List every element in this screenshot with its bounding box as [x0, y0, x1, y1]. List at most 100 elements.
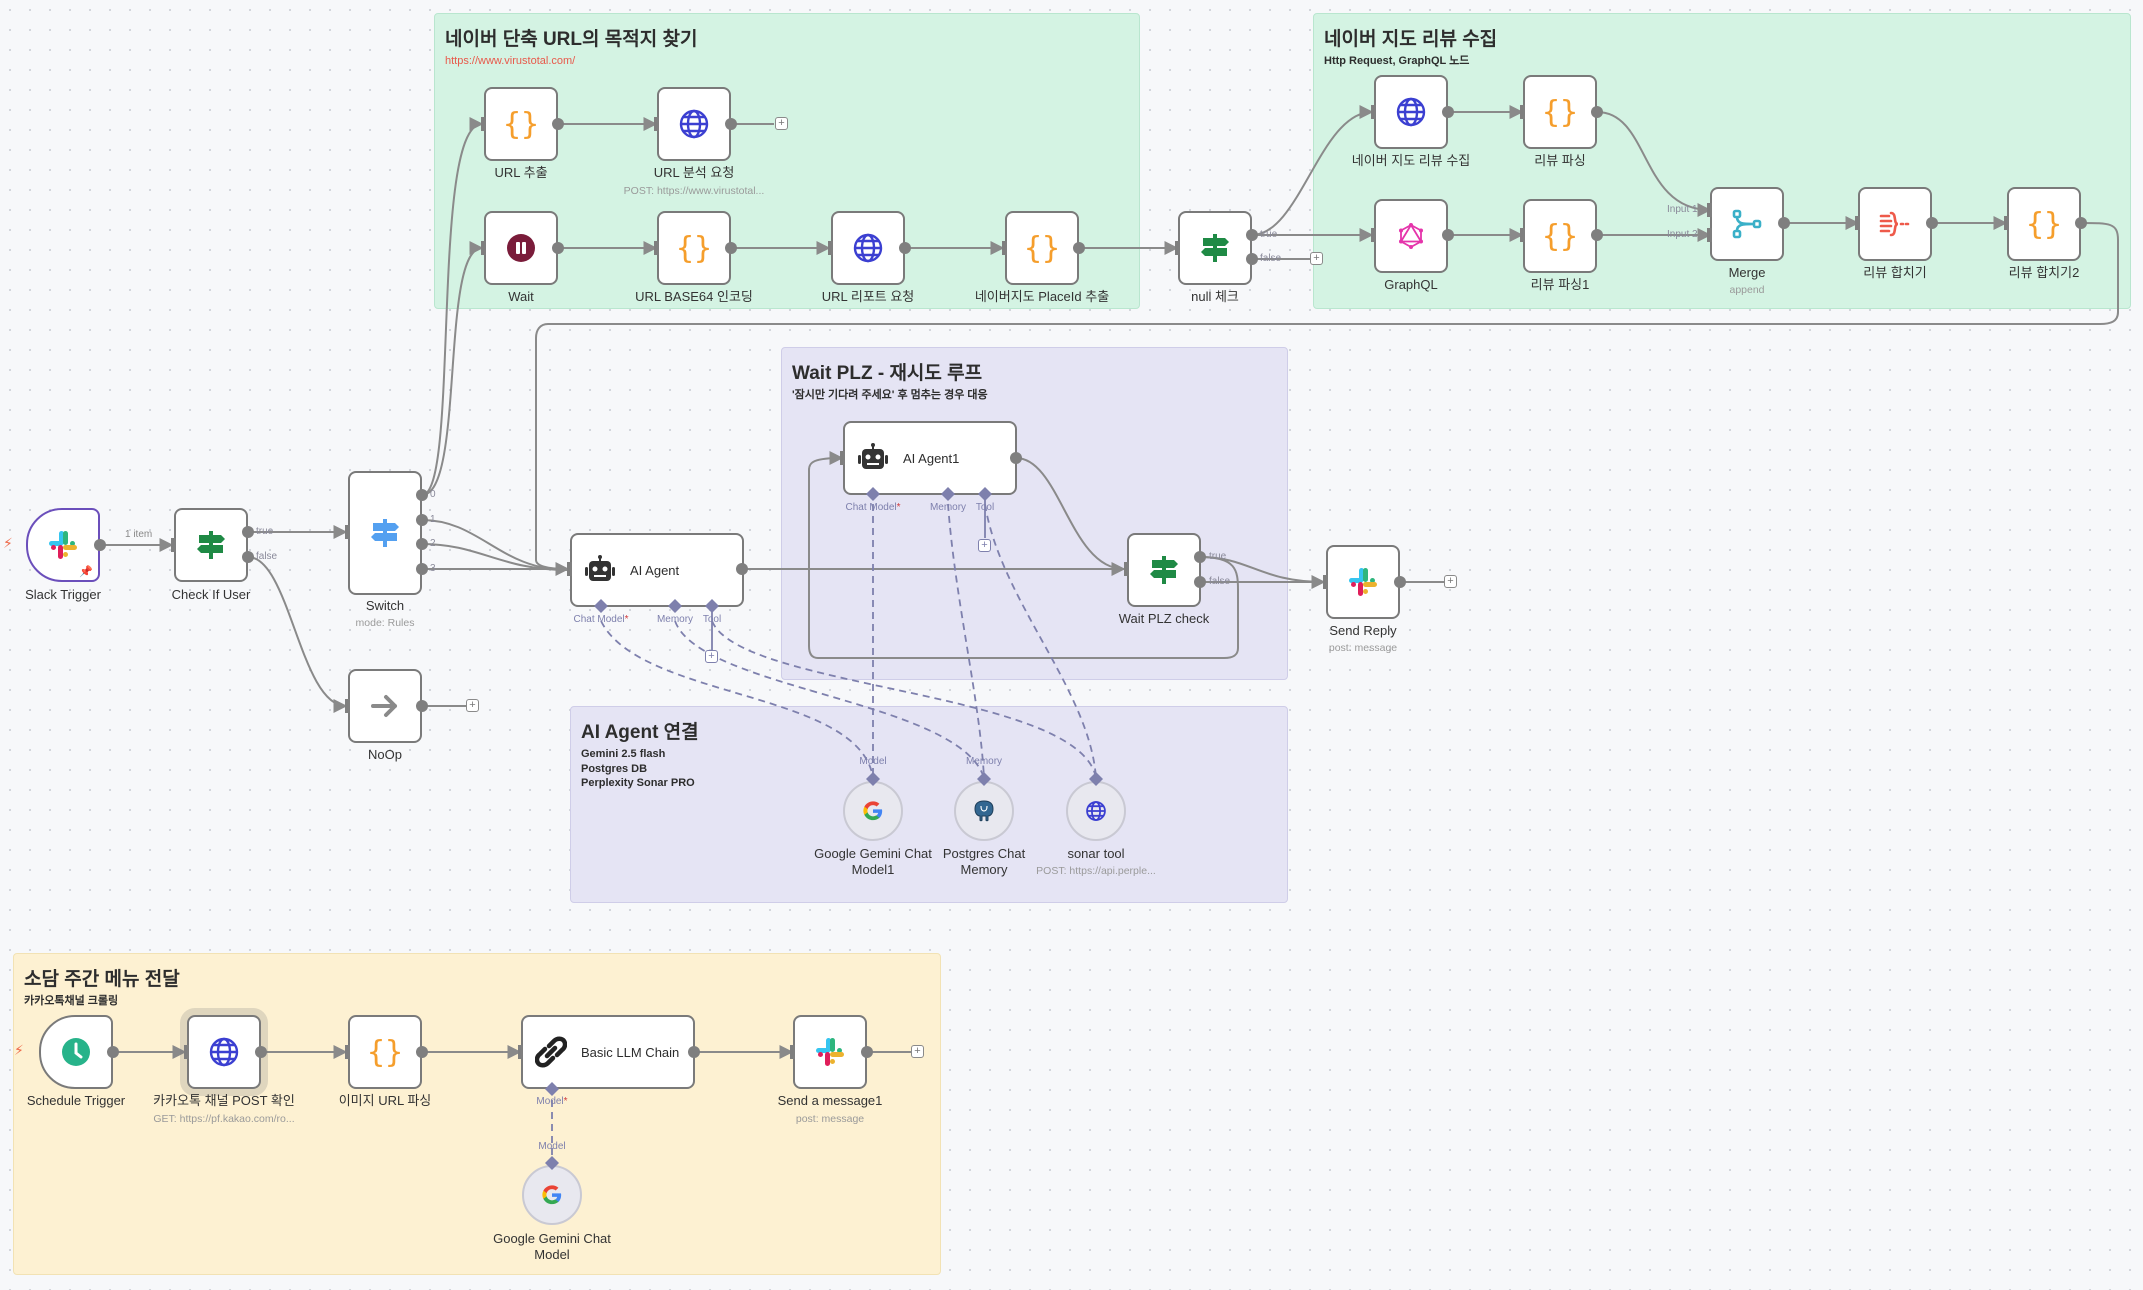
switch-output-0: 0: [430, 489, 436, 500]
node-wait[interactable]: [484, 211, 558, 285]
required-mark: *: [896, 502, 901, 513]
port-label-model: Model: [538, 1141, 566, 1152]
node-label: 네이버지도 PlaceId 추출: [974, 289, 1110, 304]
node-review-parse1[interactable]: {}: [1523, 199, 1597, 273]
node-label: Postgres Chat Memory: [942, 846, 1026, 877]
output-label-false: false: [256, 551, 278, 562]
node-placeid[interactable]: {}: [1005, 211, 1079, 285]
node-sonar-tool[interactable]: [1066, 781, 1126, 841]
globe-icon: [853, 233, 883, 263]
edge-label-items: 1 item: [125, 529, 153, 540]
node-postgres-chat-memory[interactable]: [954, 781, 1014, 841]
node-wait-plz-check[interactable]: [1127, 533, 1201, 607]
connector-label: Model: [536, 1096, 564, 1107]
add-node-button[interactable]: +: [911, 1045, 924, 1058]
node-kakao-post-check[interactable]: [187, 1015, 261, 1089]
group-description: Gemini 2.5 flash Postgres DB Perplexity …: [581, 748, 695, 789]
add-node-button[interactable]: +: [1310, 252, 1323, 265]
signpost-icon: [1150, 556, 1178, 584]
output-label-false: false: [1260, 253, 1282, 264]
group-description-link[interactable]: https://www.virustotal.com/: [445, 55, 576, 67]
node-label: Schedule Trigger: [26, 1093, 126, 1108]
node-switch[interactable]: [348, 471, 422, 595]
globe-icon: [1396, 97, 1426, 127]
node-review-combine[interactable]: [1858, 187, 1932, 261]
port-label-memory: Memory: [965, 756, 1003, 767]
node-label: Wait PLZ check: [1118, 611, 1210, 626]
required-mark: *: [624, 614, 629, 625]
google-icon: [542, 1185, 562, 1205]
node-label: URL 추출: [494, 165, 548, 180]
node-label: 네이버 지도 리뷰 수집: [1351, 153, 1471, 168]
node-ai-agent[interactable]: AI Agent: [570, 533, 744, 607]
node-subtitle: post: message: [1328, 642, 1398, 654]
node-basic-llm-chain[interactable]: Basic LLM Chain: [521, 1015, 695, 1089]
slack-icon: [816, 1038, 844, 1066]
node-subtitle: POST: https://api.perple...: [1036, 865, 1156, 877]
slack-icon: [49, 531, 77, 559]
globe-icon: [679, 109, 709, 139]
node-label: Basic LLM Chain: [581, 1044, 680, 1060]
code-icon: {}: [502, 106, 540, 142]
code-icon: {}: [675, 230, 713, 266]
group-description: Http Request, GraphQL 노드: [1324, 55, 1470, 67]
switch-output-2: 2: [430, 538, 436, 549]
switch-output-3: 3: [430, 563, 436, 574]
node-url-analyze[interactable]: [657, 87, 731, 161]
edge-switch1-to-agent: [421, 519, 569, 571]
add-node-button[interactable]: +: [466, 699, 479, 712]
signpost-icon: [371, 519, 399, 547]
node-image-url-parse[interactable]: {}: [348, 1015, 422, 1089]
add-node-button[interactable]: +: [775, 117, 788, 130]
group-title: Wait PLZ - 재시도 루프: [792, 363, 983, 384]
code-icon: {}: [366, 1034, 404, 1070]
merge-icon: [1732, 209, 1762, 239]
google-icon: [863, 801, 883, 821]
globe-icon: [209, 1037, 239, 1067]
code-icon: {}: [2025, 206, 2063, 242]
node-label: URL 리포트 요청: [821, 289, 915, 304]
node-graphql[interactable]: [1374, 199, 1448, 273]
node-ai-agent1[interactable]: AI Agent1: [843, 421, 1017, 495]
add-tool-button[interactable]: +: [705, 650, 718, 663]
node-base64[interactable]: {}: [657, 211, 731, 285]
node-check-if-user[interactable]: [174, 508, 248, 582]
edge-switch2-to-agent: [421, 543, 569, 571]
output-label-false: false: [1209, 576, 1231, 587]
node-label: NoOp: [368, 747, 402, 762]
node-schedule-trigger[interactable]: [39, 1015, 113, 1089]
connector-model: Model*: [536, 1096, 567, 1107]
node-label: Wait: [508, 289, 534, 304]
node-url-extract[interactable]: {}: [484, 87, 558, 161]
aggregate-icon: [1879, 211, 1910, 237]
node-label: AI Agent1: [903, 450, 960, 466]
node-send-reply[interactable]: [1326, 545, 1400, 619]
node-noop[interactable]: [348, 669, 422, 743]
connector-memory: Memory: [656, 614, 694, 625]
group-sodam-weekly-menu[interactable]: 소담 주간 메뉴 전달 카카오톡채널 크롤링: [13, 953, 941, 1275]
node-naver-review[interactable]: [1374, 75, 1448, 149]
robot-icon: [585, 555, 615, 581]
node-label: URL 분석 요청: [653, 165, 735, 180]
merge-input-1-label: Input 1: [1667, 204, 1698, 215]
node-gemini-chat-model1[interactable]: [843, 781, 903, 841]
output-label-true: true: [1260, 229, 1278, 240]
code-icon: {}: [1541, 218, 1579, 254]
node-null-check[interactable]: [1178, 211, 1252, 285]
node-gemini-chat-model[interactable]: [522, 1165, 582, 1225]
clock-icon: [62, 1038, 90, 1066]
group-wait-plz-loop[interactable]: Wait PLZ - 재시도 루프 '잠시만 기다려 주세요' 후 멈추는 경우…: [781, 347, 1288, 680]
node-review-parse[interactable]: {}: [1523, 75, 1597, 149]
node-label: Check If User: [171, 587, 251, 602]
node-send-message1[interactable]: [793, 1015, 867, 1089]
trigger-bolt-icon: ⚡: [3, 535, 13, 551]
node-slack-trigger[interactable]: 📌: [26, 508, 100, 582]
node-url-report[interactable]: [831, 211, 905, 285]
arrow-right-icon: [371, 695, 397, 717]
add-tool-button[interactable]: +: [978, 539, 991, 552]
node-review-combine2[interactable]: {}: [2007, 187, 2081, 261]
required-mark: *: [563, 1096, 568, 1107]
add-node-button[interactable]: +: [1444, 575, 1457, 588]
group-title: 소담 주간 메뉴 전달: [24, 969, 180, 990]
node-merge[interactable]: [1710, 187, 1784, 261]
